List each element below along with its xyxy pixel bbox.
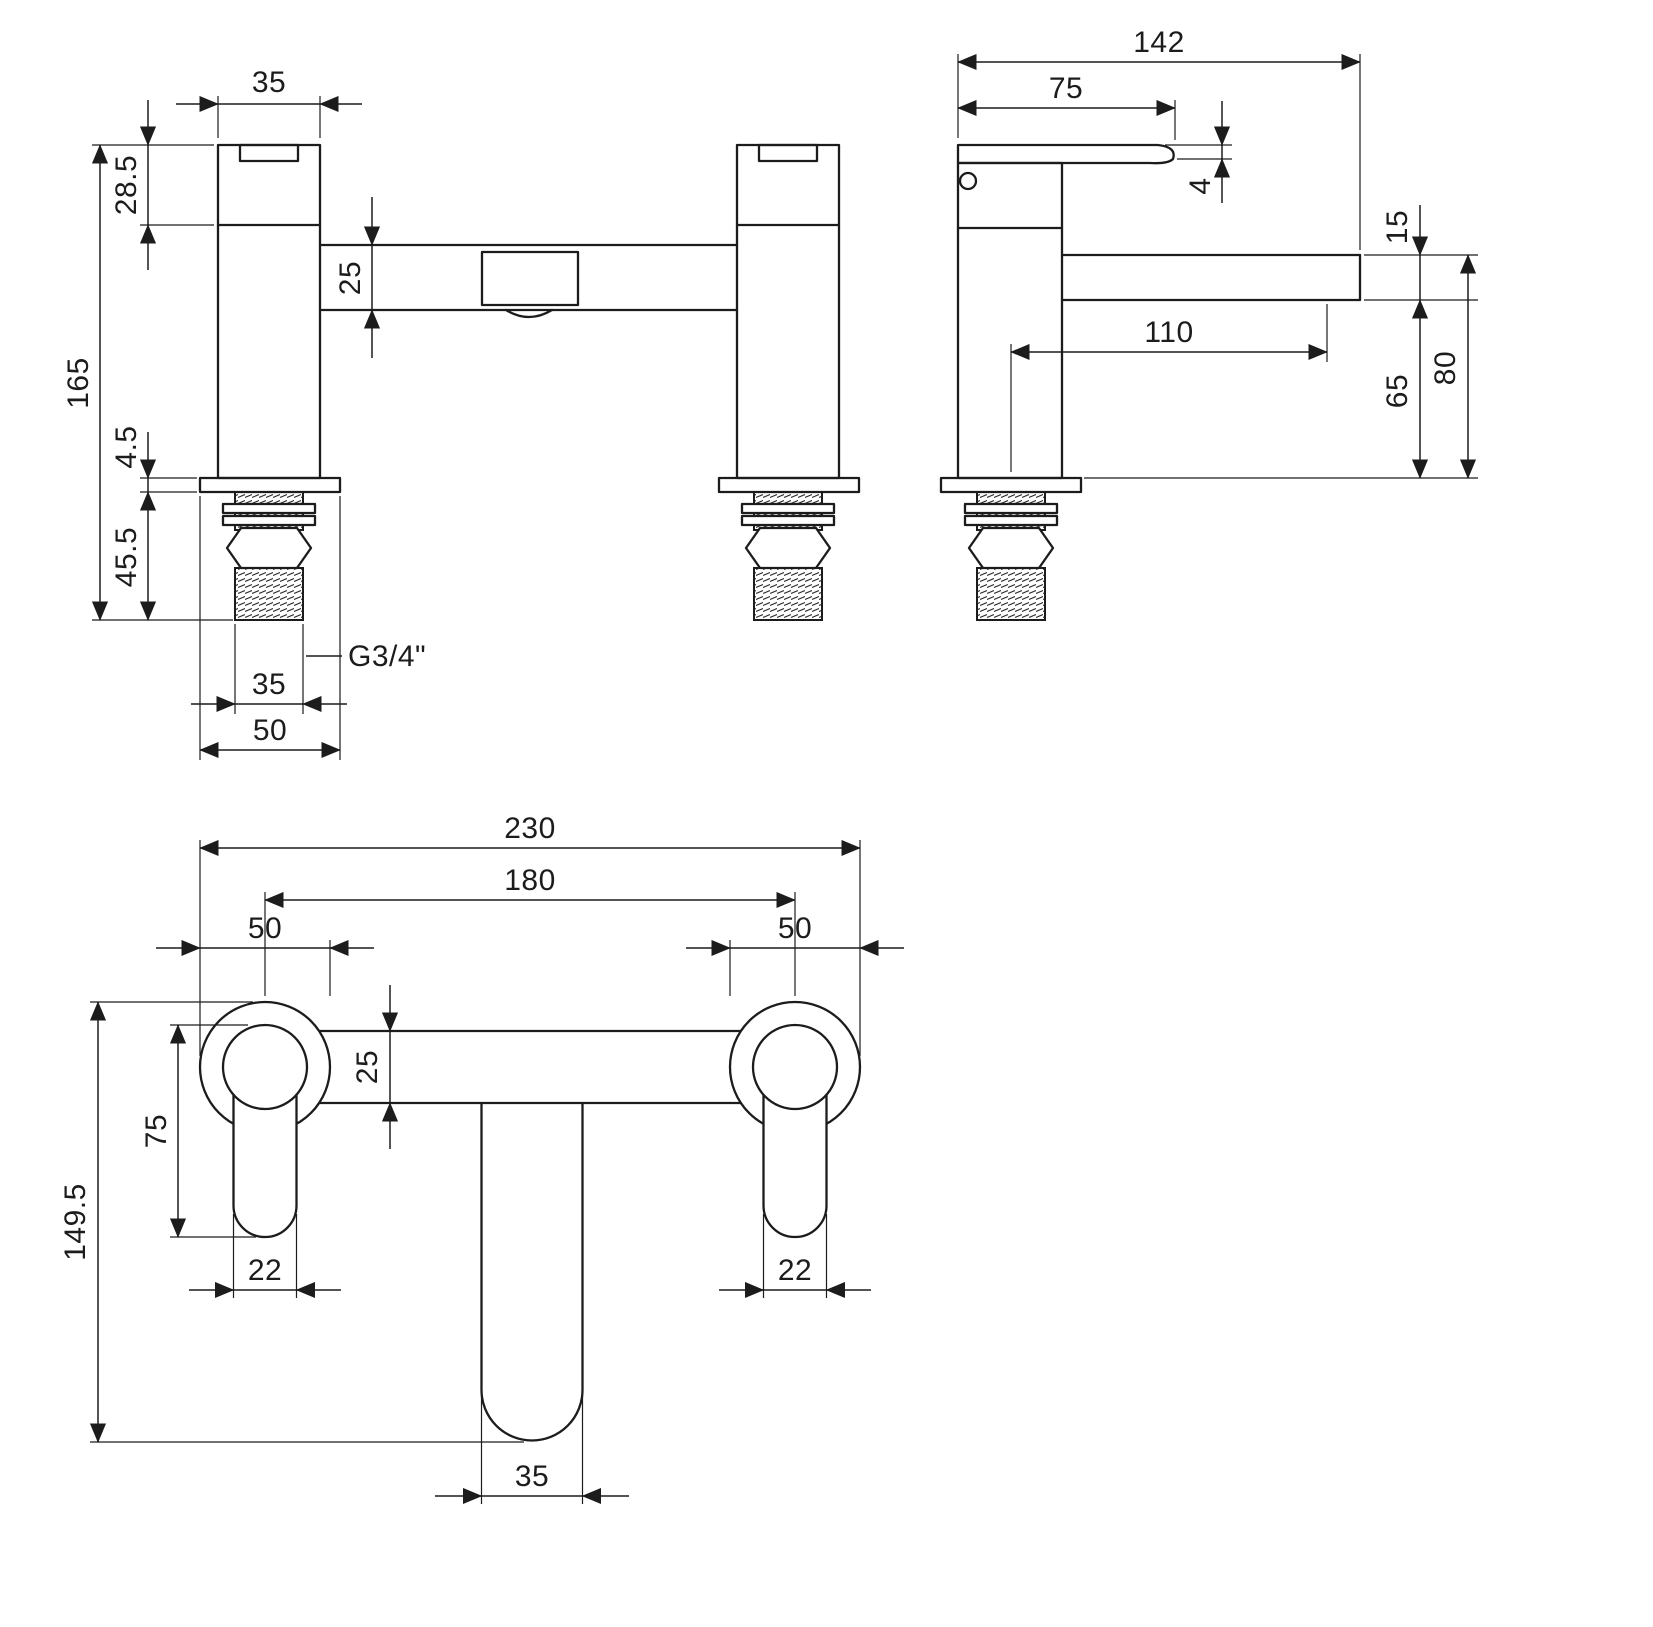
- dim-plan-right-base: 50: [686, 912, 904, 996]
- washer: [221, 502, 317, 515]
- side-set-screw: [958, 171, 978, 191]
- dim-side-overall-depth: 142: [957, 26, 1361, 250]
- front-left-pillar: [216, 143, 322, 480]
- dim-front-pillar-width: 35: [176, 66, 362, 138]
- front-right-deck-plate: [717, 476, 861, 494]
- front-right-pillar: [735, 143, 841, 480]
- dim-label: 35: [252, 66, 286, 99]
- front-spout-outlet: [504, 308, 554, 319]
- front-spout-face: [480, 250, 580, 307]
- front-right-shank: [740, 491, 836, 621]
- front-left-shank: [221, 491, 317, 621]
- dim-label: 22: [778, 1254, 812, 1287]
- dim-side-handle-length: 75: [957, 72, 1176, 140]
- backnut: [967, 526, 1055, 570]
- front-left-deck-plate: [198, 476, 342, 494]
- dim-plan-left-base: 50: [156, 912, 374, 996]
- label-front-thread-spec: G3/4": [306, 640, 426, 673]
- dim-plan-hole-centres: 180: [264, 864, 796, 996]
- dim-label: 45.5: [110, 527, 143, 587]
- dim-side-spout-thickness: 15: [1364, 205, 1478, 301]
- dim-plan-right-handle-width: 22: [719, 1214, 871, 1299]
- dim-front-thread-width: 35: [191, 624, 347, 714]
- washer: [740, 502, 836, 515]
- dim-plan-bridge-width: 25: [351, 985, 399, 1149]
- dim-label: 15: [1381, 210, 1414, 244]
- plan-left-boss-circle: [221, 1023, 309, 1111]
- dim-label: 35: [252, 668, 286, 701]
- backnut: [225, 526, 313, 570]
- dim-plan-spout-width: 35: [435, 1396, 629, 1505]
- side-view: 142 75 4 15 65: [939, 26, 1478, 621]
- dim-front-deck-thickness: 4.5: [110, 425, 197, 493]
- dim-label: 4: [1184, 177, 1217, 194]
- dim-side-top-height: 80: [1084, 254, 1478, 479]
- side-geometry: [939, 143, 1362, 621]
- washer: [221, 514, 317, 527]
- front-left-handle-cap: [238, 143, 300, 163]
- washer: [963, 502, 1059, 515]
- dim-plan-overall-depth: 149.5: [59, 1001, 524, 1443]
- dim-front-shank-length: 45.5: [110, 491, 157, 621]
- dim-label: 75: [1049, 72, 1083, 105]
- dim-side-underside-height: 65: [1381, 299, 1429, 479]
- dim-label: 65: [1381, 374, 1414, 408]
- dim-front-bridge-height: 25: [334, 197, 381, 358]
- dim-plan-left-handle-width: 22: [189, 1214, 341, 1299]
- dim-label: 25: [351, 1050, 384, 1084]
- dim-label: 142: [1133, 26, 1185, 59]
- dim-label: 50: [253, 714, 287, 747]
- washer: [963, 514, 1059, 527]
- dim-label: 25: [334, 261, 367, 295]
- dim-label: 149.5: [59, 1183, 92, 1261]
- dim-label: 22: [248, 1254, 282, 1287]
- dim-label: 50: [248, 912, 282, 945]
- dim-label: 110: [1144, 316, 1193, 349]
- dim-front-base-width: 50: [199, 496, 341, 760]
- dim-label: 180: [504, 864, 556, 897]
- backnut: [744, 526, 832, 570]
- front-geometry: [198, 143, 861, 621]
- dim-label: 50: [778, 912, 812, 945]
- dim-front-handle-height: 28.5: [92, 100, 214, 270]
- side-handle-lever: [956, 143, 1175, 165]
- front-view: 35 28.5 165 4.5 45.5: [62, 66, 861, 760]
- dim-side-handle-thickness: 4: [1165, 101, 1232, 203]
- plan-geometry: [198, 1000, 862, 1442]
- dim-front-overall-height: 165: [62, 144, 233, 621]
- plan-spout: [480, 1101, 584, 1442]
- dim-label: 80: [1429, 351, 1462, 385]
- dim-plan-handle-reach: 75: [140, 1024, 256, 1238]
- dim-label: G3/4": [348, 640, 426, 673]
- dim-label: 230: [504, 812, 556, 845]
- plan-right-boss-circle: [751, 1023, 839, 1111]
- dim-label: 28.5: [110, 155, 143, 215]
- side-shank: [963, 491, 1059, 621]
- front-right-handle-cap: [757, 143, 819, 163]
- dim-side-spout-reach: 110: [1010, 304, 1328, 472]
- dim-label: 165: [62, 357, 95, 409]
- side-body: [956, 161, 1064, 480]
- dim-label: 35: [515, 1460, 549, 1493]
- washer: [740, 514, 836, 527]
- dim-label: 4.5: [110, 425, 143, 468]
- side-deck-plate: [939, 476, 1083, 494]
- plan-view: 230 180 50 50 25: [59, 812, 904, 1505]
- dim-label: 75: [140, 1114, 173, 1148]
- dim-plan-overall-width: 230: [199, 812, 861, 1056]
